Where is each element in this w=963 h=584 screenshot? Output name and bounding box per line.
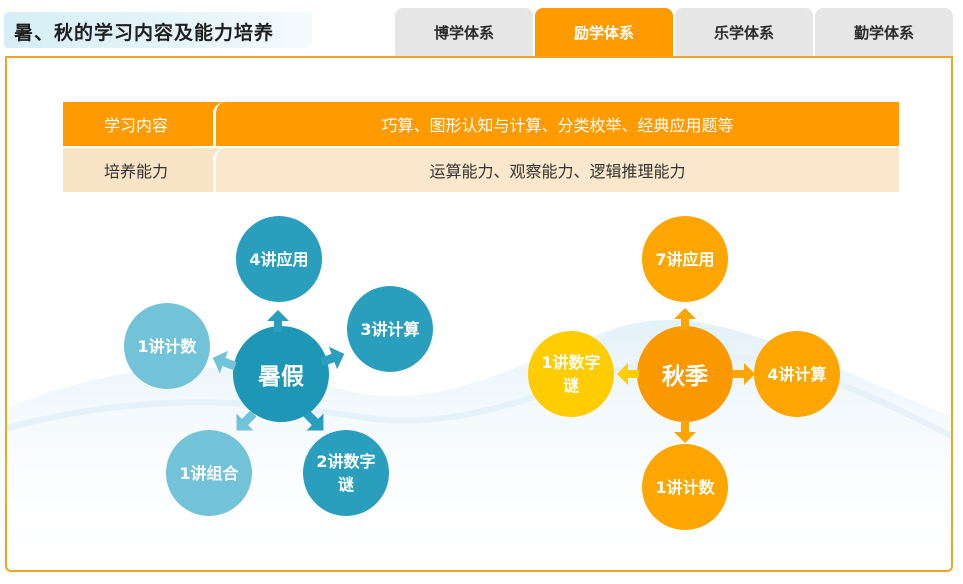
summer-node-right: 3讲计算	[347, 286, 433, 372]
summer-node-top: 4讲应用	[236, 216, 322, 302]
row-abilities: 培养能力 运算能力、观察能力、逻辑推理能力	[63, 148, 899, 192]
page-title-banner: 暑、秋的学习内容及能力培养	[4, 12, 312, 48]
autumn-node-left: 1讲数字谜	[528, 331, 614, 417]
node-label: 1讲计数	[655, 477, 715, 497]
summer-node-bottom-right: 2讲数字谜	[303, 430, 389, 516]
tab-lexue[interactable]: 乐学体系	[675, 8, 813, 56]
row-learning-content: 学习内容 巧算、图形认知与计算、分类枚举、经典应用题等	[63, 102, 899, 146]
tab-qinxue[interactable]: 勤学体系	[815, 8, 953, 56]
autumn-hub-label: 秋季	[662, 364, 708, 390]
node-label: 1讲组合	[179, 463, 239, 483]
node-label: 3讲计算	[360, 319, 420, 339]
arrow-right-icon	[321, 346, 345, 370]
page-title: 暑、秋的学习内容及能力培养	[14, 22, 275, 44]
arrow-right-icon	[733, 363, 755, 385]
node-label: 1讲数字谜	[541, 353, 601, 395]
autumn-node-top: 7讲应用	[642, 216, 728, 302]
tab-bar: 博学体系 励学体系 乐学体系 勤学体系	[395, 8, 955, 56]
tab-boxue[interactable]: 博学体系	[395, 8, 533, 56]
summer-hub-label: 暑假	[258, 364, 304, 390]
row-value: 巧算、图形认知与计算、分类枚举、经典应用题等	[213, 102, 899, 146]
arrow-left-icon	[617, 363, 639, 385]
arrow-up-icon	[267, 310, 289, 332]
content-panel: 学习内容 巧算、图形认知与计算、分类枚举、经典应用题等 培养能力 运算能力、观察…	[5, 56, 953, 572]
autumn-node-bottom: 1讲计数	[642, 444, 728, 530]
node-label: 4讲应用	[249, 249, 309, 269]
node-label: 7讲应用	[655, 249, 715, 269]
node-label: 1讲计数	[137, 336, 197, 356]
arrow-down-left-icon	[236, 410, 257, 431]
arrow-down-right-icon	[303, 410, 324, 431]
autumn-hub: 秋季	[637, 326, 733, 422]
summer-node-bottom-left: 1讲组合	[166, 430, 252, 516]
row-value: 运算能力、观察能力、逻辑推理能力	[213, 148, 899, 192]
arrow-up-icon	[674, 308, 696, 330]
node-label: 4讲计算	[767, 364, 827, 384]
arrow-down-icon	[674, 421, 696, 443]
row-label: 学习内容	[103, 116, 168, 135]
node-label: 2讲数字谜	[316, 452, 376, 494]
arrow-left-icon	[212, 350, 236, 374]
tab-lixue[interactable]: 励学体系	[535, 8, 673, 56]
autumn-node-right: 4讲计算	[754, 331, 840, 417]
summer-hub: 暑假	[233, 326, 329, 422]
row-label: 培养能力	[103, 162, 168, 181]
summer-node-left: 1讲计数	[124, 303, 210, 389]
